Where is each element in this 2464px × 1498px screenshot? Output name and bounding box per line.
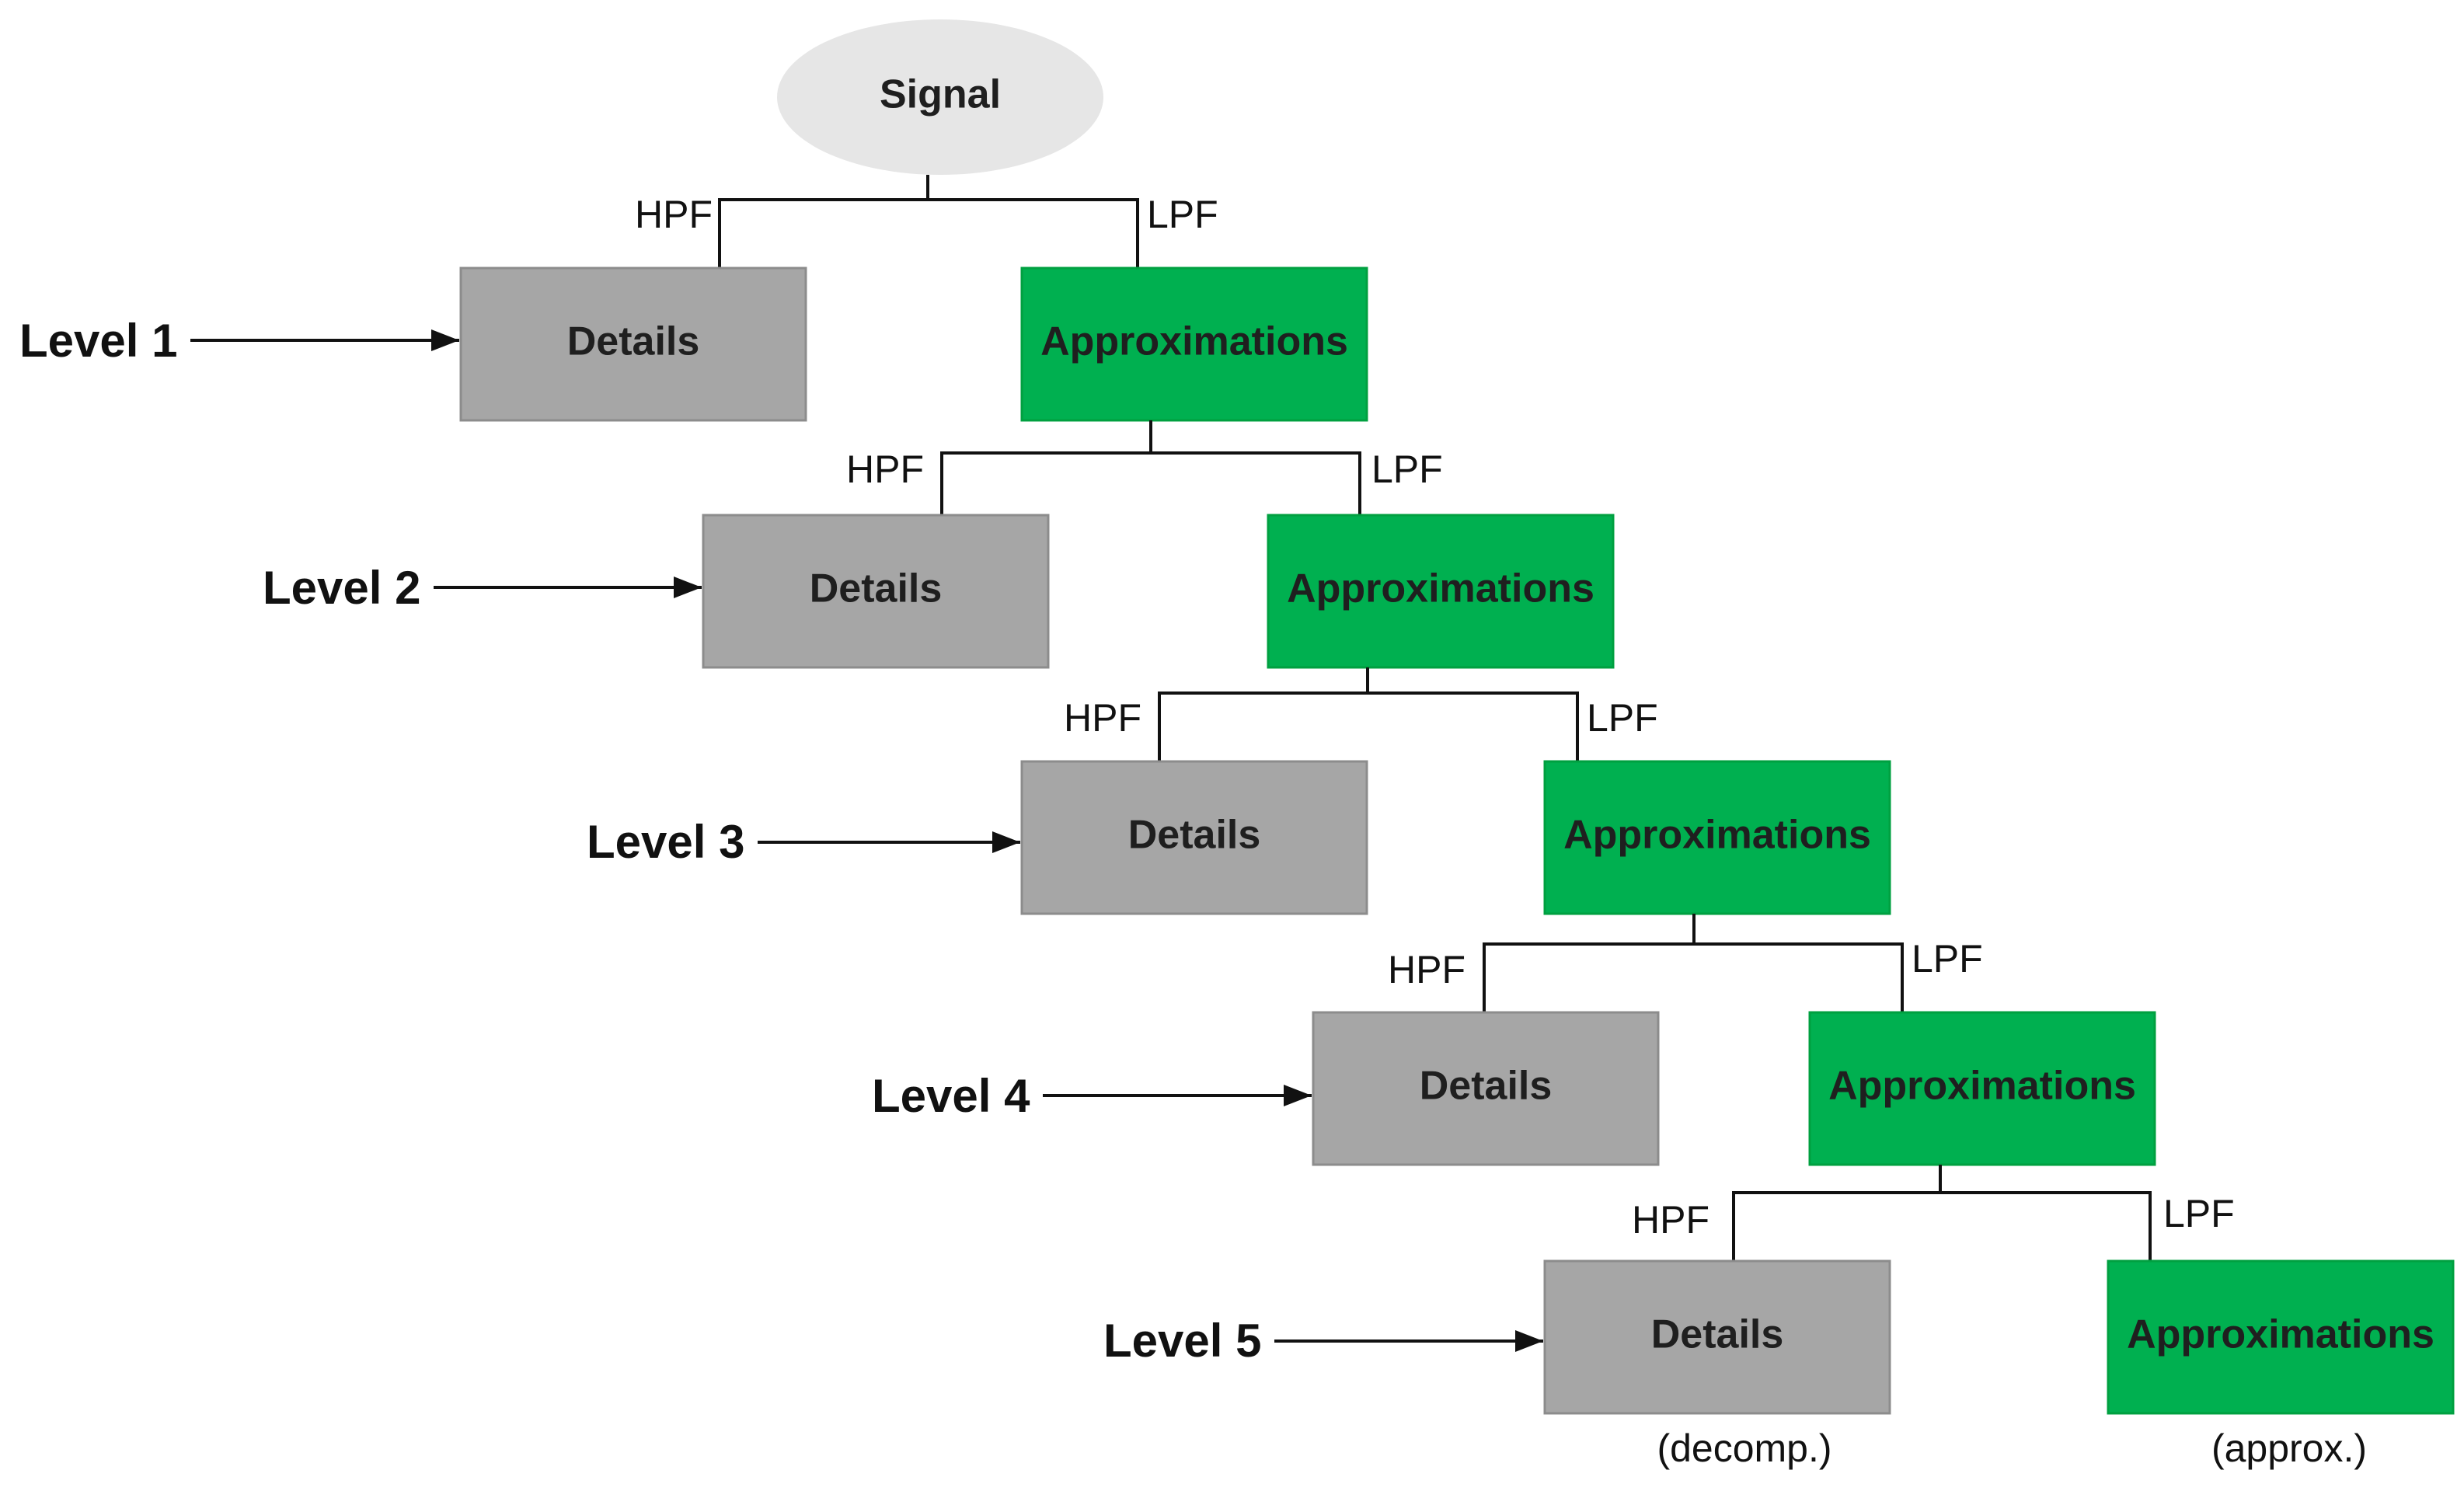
level-1-group: HPF LPF Details Approximations Level 1 <box>19 175 1368 422</box>
approximations-label: Approximations <box>1828 1064 2136 1109</box>
level-4-group: HPF LPF Details Approximations Level 4 <box>872 914 2156 1166</box>
split-connector <box>1158 667 1579 761</box>
level-5-group: HPF LPF Details Approximations Level 5 (… <box>1103 1165 2455 1470</box>
lpf-label: LPF <box>1147 193 1218 236</box>
details-box <box>1020 760 1368 915</box>
details-label: Details <box>810 566 943 611</box>
lpf-label: LPF <box>1587 696 1658 740</box>
level-label: Level 5 <box>1103 1315 1261 1367</box>
approximations-label: Approximations <box>1040 319 1348 364</box>
approximations-footnote: (approx.) <box>2211 1427 2367 1470</box>
approximations-label: Approximations <box>1287 566 1594 611</box>
split-connector <box>718 175 1139 268</box>
lpf-label: LPF <box>1912 937 1983 981</box>
hpf-label: HPF <box>846 448 924 491</box>
details-box <box>459 267 807 422</box>
hpf-label: HPF <box>1388 948 1466 991</box>
lpf-label: LPF <box>1371 448 1443 491</box>
details-box <box>702 514 1050 669</box>
approximations-box <box>1543 760 1891 915</box>
details-label: Details <box>1420 1064 1553 1109</box>
approximations-box <box>1020 267 1368 422</box>
level-2-group: HPF LPF Details Approximations Level 2 <box>263 420 1615 669</box>
hpf-label: HPF <box>1064 696 1141 740</box>
approximations-box <box>1808 1011 2156 1166</box>
approximations-box <box>2107 1259 2455 1415</box>
details-box <box>1312 1011 1660 1166</box>
approximations-label: Approximations <box>1563 813 1871 858</box>
approximations-label: Approximations <box>2127 1312 2434 1357</box>
hpf-label: HPF <box>635 193 713 236</box>
level-label: Level 3 <box>587 816 744 868</box>
split-connector <box>940 420 1361 515</box>
signal-node: Signal <box>777 19 1103 175</box>
signal-label: Signal <box>880 72 1001 117</box>
level-label: Level 2 <box>263 562 420 614</box>
level-label: Level 4 <box>872 1070 1030 1122</box>
details-label: Details <box>567 319 700 364</box>
hpf-label: HPF <box>1632 1198 1709 1242</box>
approximations-box <box>1267 514 1615 669</box>
level-label: Level 1 <box>19 315 177 367</box>
details-label: Details <box>1651 1312 1784 1357</box>
details-footnote: (decomp.) <box>1657 1427 1831 1470</box>
lpf-label: LPF <box>2163 1192 2235 1235</box>
details-label: Details <box>1128 813 1261 858</box>
level-3-group: HPF LPF Details Approximations Level 3 <box>587 667 1891 915</box>
split-connector <box>1483 914 1904 1012</box>
details-box <box>1543 1259 1891 1415</box>
split-connector <box>1732 1165 2152 1261</box>
